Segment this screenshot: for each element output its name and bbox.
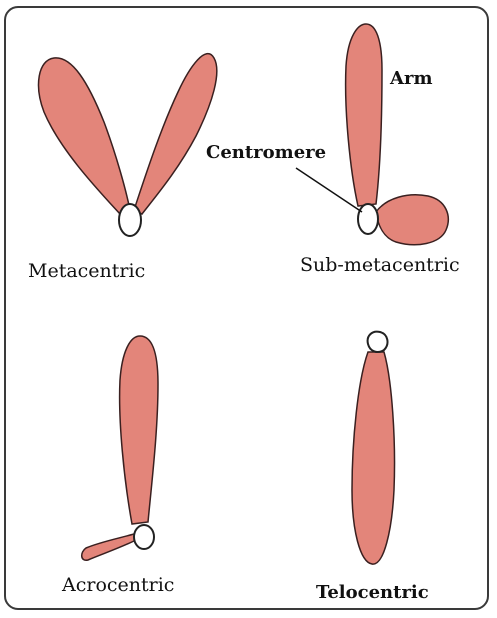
- sub-metacentric-chromosome: [295, 23, 449, 246]
- centromere-pointer-line: [295, 167, 363, 213]
- acrocentric-short-arm: [81, 533, 137, 561]
- label-telocentric: Telocentric: [316, 582, 429, 603]
- telocentric-centromere: [366, 330, 389, 353]
- label-metacentric: Metacentric: [28, 260, 146, 282]
- metacentric-left-arm: [37, 57, 131, 215]
- sub-metacentric-long-arm: [344, 23, 383, 207]
- acrocentric-chromosome: [81, 335, 159, 561]
- metacentric-centromere: [118, 203, 142, 237]
- sub-metacentric-short-arm: [375, 194, 449, 246]
- acrocentric-centromere: [133, 524, 155, 550]
- label-acrocentric: Acrocentric: [62, 574, 175, 596]
- label-sub-metacentric: Sub-metacentric: [300, 254, 460, 276]
- sub-metacentric-centromere: [357, 203, 379, 235]
- label-arm: Arm: [390, 68, 433, 89]
- metacentric-right-arm: [133, 52, 218, 215]
- metacentric-chromosome: [37, 52, 218, 237]
- label-centromere: Centromere: [206, 142, 327, 163]
- telocentric-chromosome: [351, 330, 396, 565]
- acrocentric-long-arm: [118, 335, 159, 525]
- telocentric-arm: [351, 351, 396, 565]
